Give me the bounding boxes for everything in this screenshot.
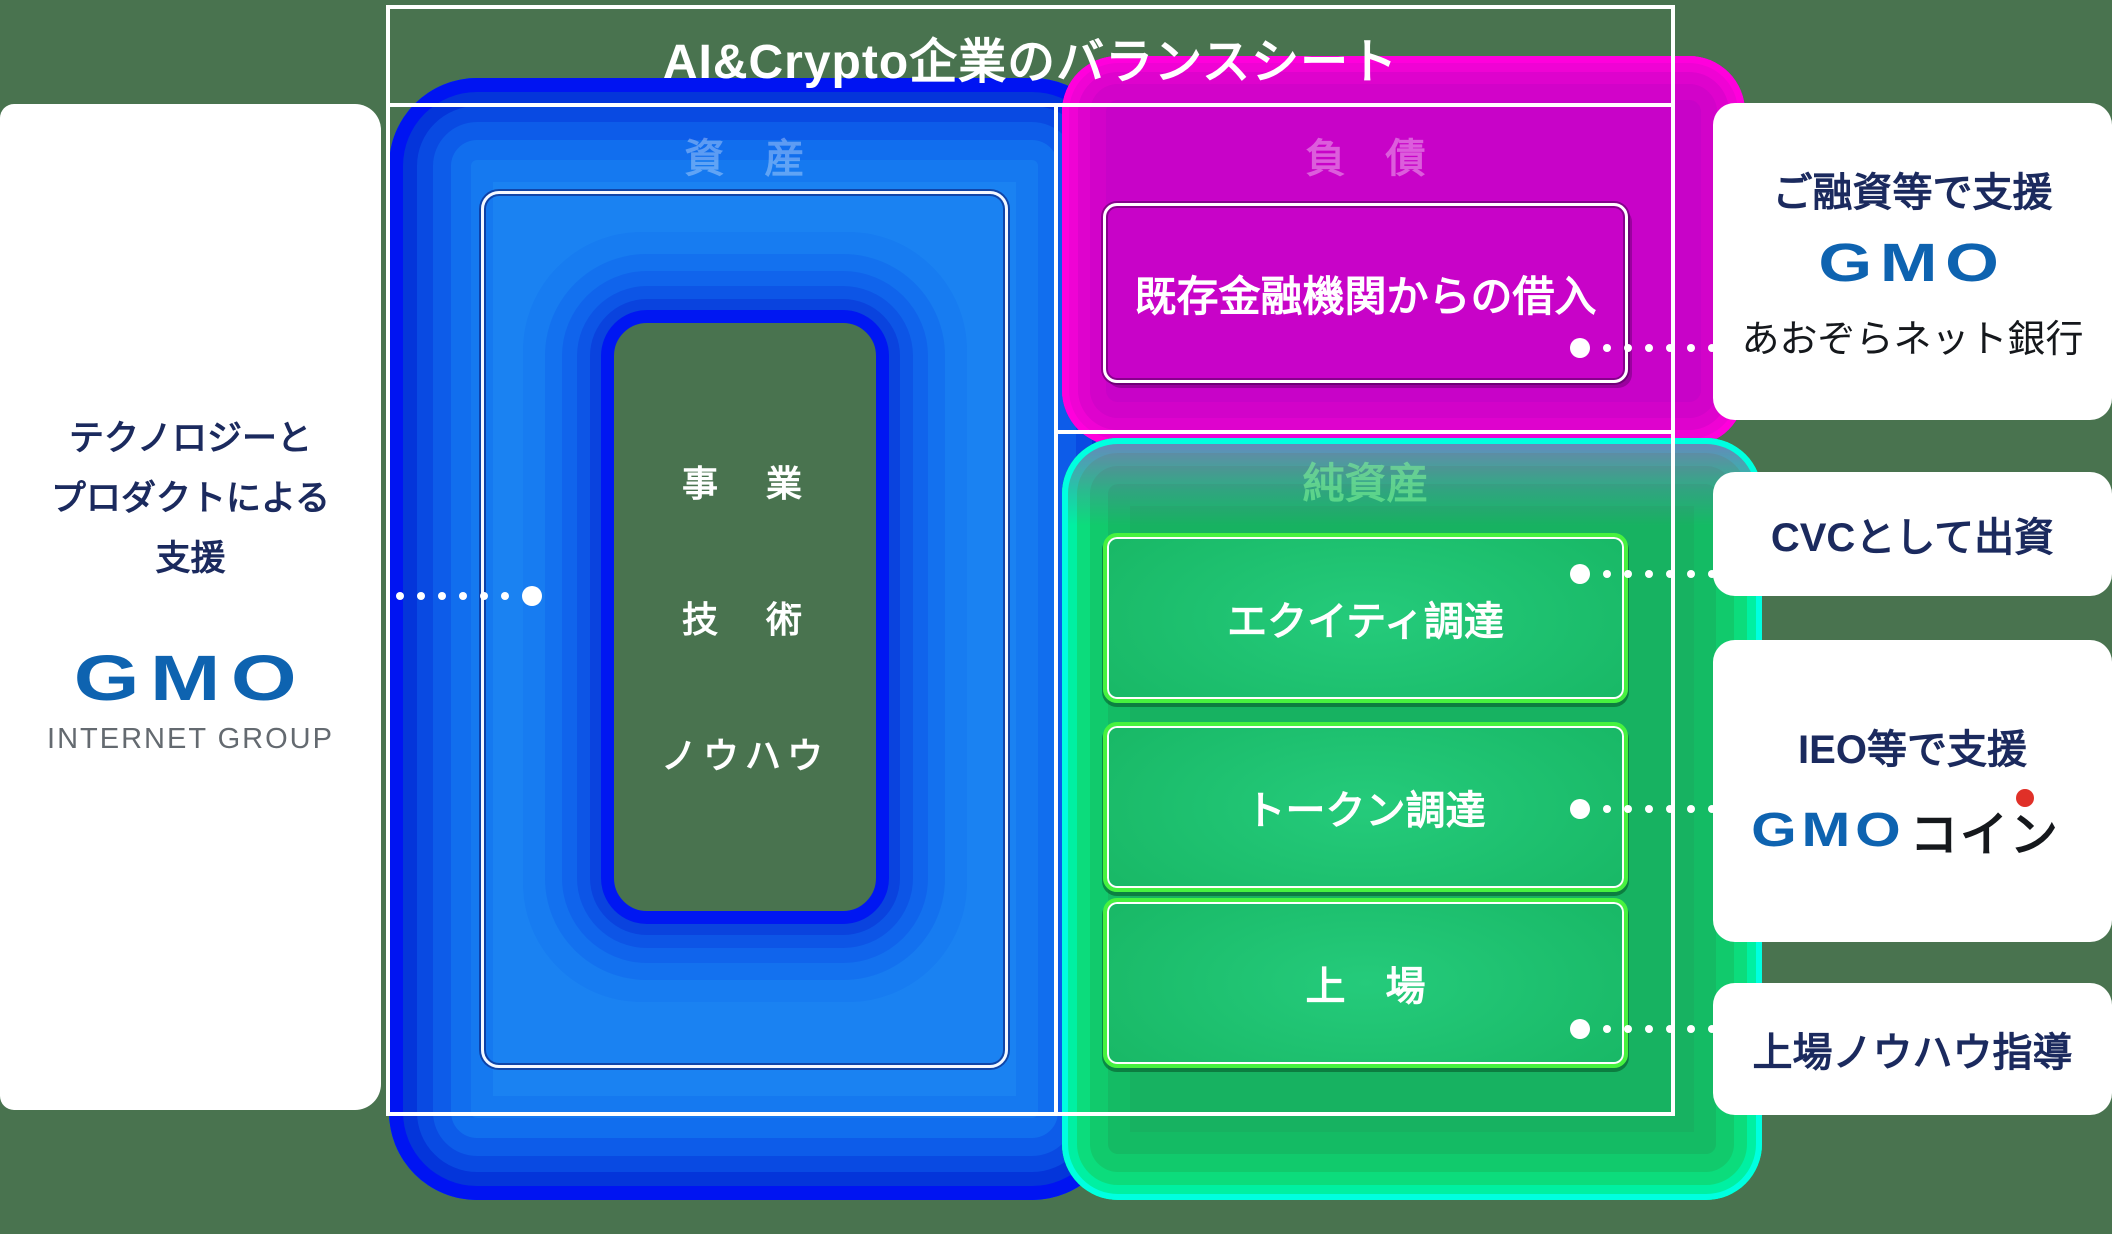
connector-anchor-dot <box>1570 564 1590 584</box>
liabilities-netassets-separator-line <box>1058 430 1675 434</box>
net-assets-box-ipo: 上 場 <box>1103 898 1628 1068</box>
token-box-label: トークン調達 <box>1245 789 1486 833</box>
support-heading-cvc: CVCとして出資 <box>1770 516 2055 560</box>
asset-item-knowhow: ノウハウ <box>660 735 829 776</box>
equity-box-label: エクイティ調達 <box>1227 600 1504 644</box>
connector-anchor-dot <box>1570 799 1590 819</box>
connector-assets-to-gmo-group <box>396 585 544 607</box>
diagram-frame <box>386 5 1675 1116</box>
gmo-coin-red-dot-icon <box>2015 789 2034 807</box>
diagram-title: AI&Crypto企業のバランスシート <box>662 36 1399 89</box>
support-panel-gmo-internet-group: テクノロジーと プロダクトによる 支援 GMO INTERNET GROUP <box>0 104 381 1110</box>
support-heading-ipo-guidance: 上場ノウハウ指導 <box>1752 1031 2073 1075</box>
connector-loan-to-bank <box>1570 337 1718 359</box>
support-panel-gmo-coin: IEO等で支援 GMO コイン <box>1713 640 2112 942</box>
connector-anchor-dot <box>1570 1019 1590 1039</box>
support-heading-ieo: IEO等で支援 <box>1798 728 2027 772</box>
liabilities-box: 既存金融機関からの借入 <box>1103 203 1628 383</box>
support-text-line2: プロダクトによる <box>51 479 330 518</box>
support-heading-loan: ご融資等で支援 <box>1772 171 2053 215</box>
liabilities-box-label: 既存金融機関からの借入 <box>1134 272 1597 320</box>
ipo-box-label: 上 場 <box>1305 965 1426 1009</box>
assets-section-label: 資 産 <box>684 137 805 181</box>
support-panel-gmo-aozora-bank: ご融資等で支援 GMO あおぞらネット銀行 <box>1713 103 2112 420</box>
title-separator-line <box>386 103 1675 107</box>
connector-anchor-dot <box>522 586 542 606</box>
support-text-line1: テクノロジーと <box>69 419 312 458</box>
support-panel-cvc: CVCとして出資 <box>1713 472 2112 596</box>
connector-equity-to-cvc <box>1570 563 1718 585</box>
asset-item-technology: 技 術 <box>681 599 808 640</box>
support-text-line3: 支援 <box>155 539 226 578</box>
assets-inner-box: 事 業 技 術 ノウハウ <box>601 310 889 924</box>
connector-token-to-gmocoin <box>1570 798 1718 820</box>
gmo-aozora-logo-text: あおぞらネット銀行 <box>1741 319 2084 361</box>
support-panel-ipo-guidance: 上場ノウハウ指導 <box>1713 983 2112 1115</box>
net-assets-box-equity: エクイティ調達 <box>1103 533 1628 703</box>
gmo-coin-logo-text: コイン <box>1910 789 2060 865</box>
gmo-aozora-logo-gmo: GMO <box>1818 233 2007 293</box>
assets-card-outline <box>481 191 1008 1068</box>
connector-ipo-to-guidance <box>1570 1018 1718 1040</box>
gmo-internet-group-logo-text: INTERNET GROUP <box>47 723 334 755</box>
gmo-coin-logo-gmo: GMO <box>1751 803 1906 857</box>
column-separator-line <box>1054 103 1058 1116</box>
connector-anchor-dot <box>1570 338 1590 358</box>
gmo-logo: GMO <box>73 642 308 714</box>
liabilities-section-label: 負 債 <box>1305 137 1426 181</box>
net-assets-section-label: 純資産 <box>1302 460 1429 507</box>
gmo-coin-logo: GMO コイン <box>1751 789 2060 865</box>
net-assets-box-token: トークン調達 <box>1103 722 1628 892</box>
asset-item-business: 事 業 <box>681 463 808 504</box>
